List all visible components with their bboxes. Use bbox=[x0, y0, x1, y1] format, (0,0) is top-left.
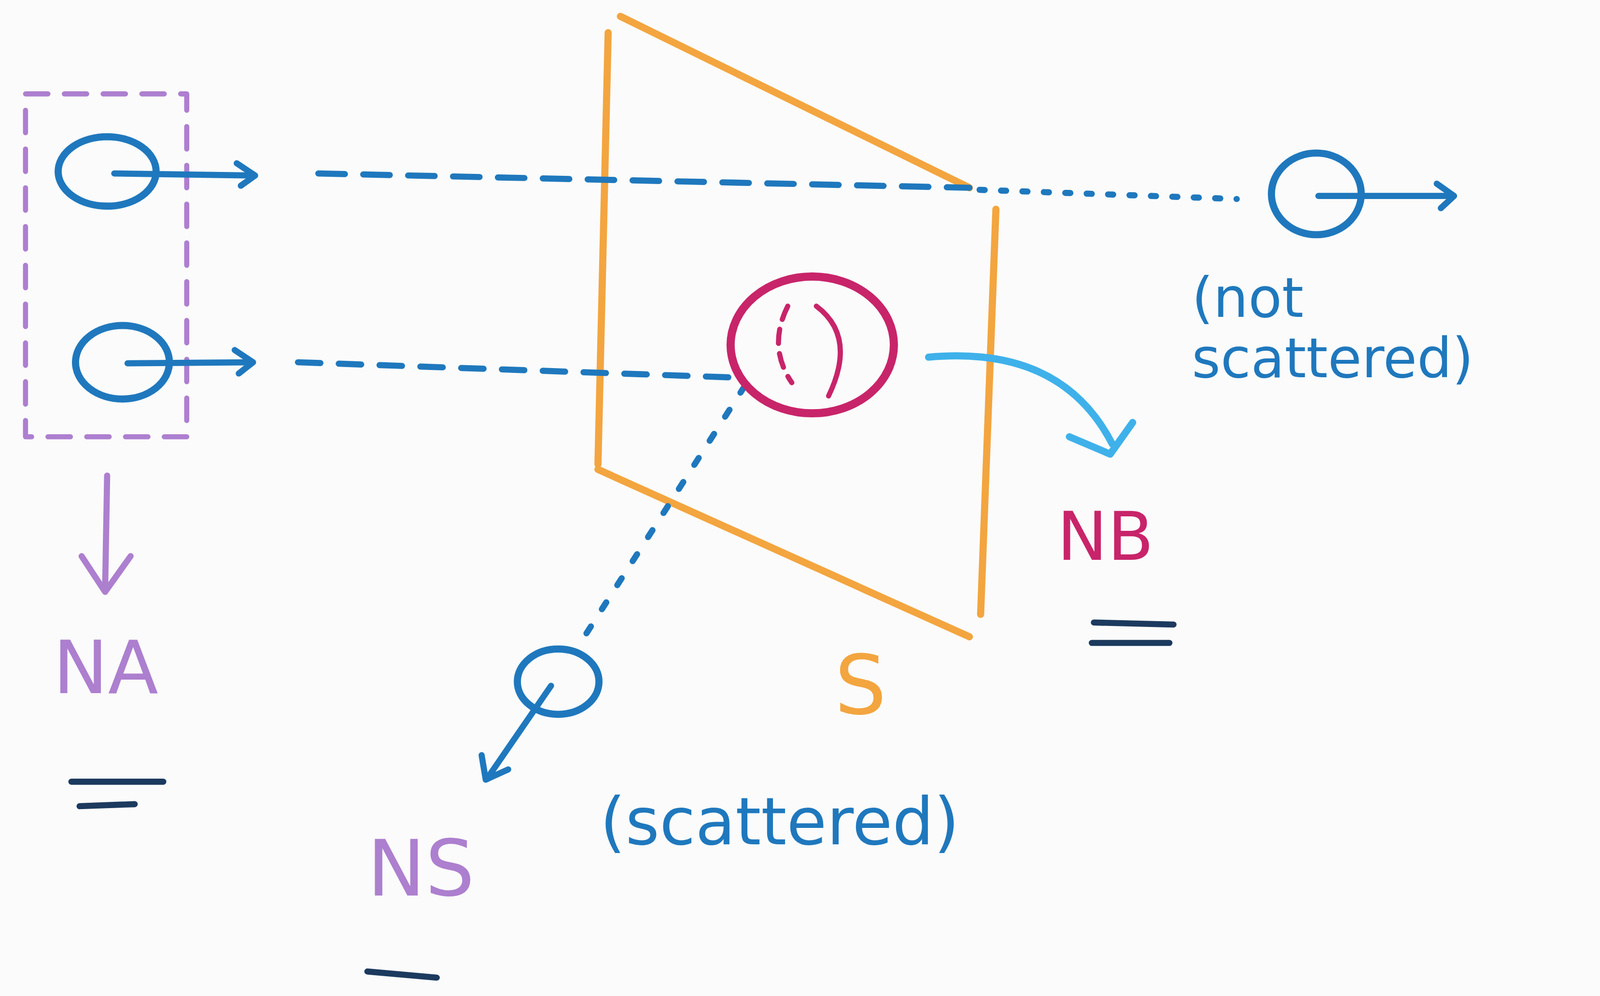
trajectory bbox=[318, 173, 969, 188]
target-circle bbox=[730, 276, 894, 414]
group-box bbox=[25, 93, 187, 437]
plane-edge bbox=[598, 32, 609, 465]
arrow-head bbox=[1069, 422, 1133, 454]
target-shading bbox=[778, 306, 792, 383]
underline bbox=[1094, 622, 1174, 625]
pointer-arrow bbox=[105, 475, 108, 590]
count-label: NB bbox=[1057, 499, 1154, 574]
arrow-head bbox=[1436, 183, 1455, 209]
particle bbox=[517, 648, 600, 715]
plane-edge bbox=[598, 469, 970, 637]
velocity-arrow bbox=[487, 685, 551, 778]
count-label: NS bbox=[367, 826, 475, 912]
annotation: (scattered) bbox=[600, 785, 960, 858]
arrow-head bbox=[236, 163, 255, 186]
underline bbox=[367, 970, 437, 978]
velocity-arrow bbox=[1318, 192, 1452, 199]
plane-edge bbox=[620, 16, 970, 188]
trajectory bbox=[581, 385, 745, 641]
target-shading bbox=[816, 306, 841, 396]
underline bbox=[71, 778, 164, 785]
plane-label: S bbox=[834, 640, 887, 731]
velocity-arrow bbox=[127, 362, 252, 364]
plane-edge bbox=[980, 209, 997, 615]
trajectory bbox=[979, 189, 1237, 199]
annotation: (not scattered) bbox=[1192, 267, 1580, 389]
underline bbox=[1091, 639, 1170, 646]
arrow-head bbox=[81, 555, 131, 592]
arrow-head bbox=[481, 754, 509, 780]
pointer-arrow bbox=[928, 355, 1112, 444]
underline bbox=[79, 803, 135, 806]
arrow-head bbox=[234, 350, 253, 374]
count-label: NA bbox=[53, 627, 159, 708]
velocity-arrow bbox=[114, 173, 253, 176]
trajectory bbox=[297, 362, 737, 378]
